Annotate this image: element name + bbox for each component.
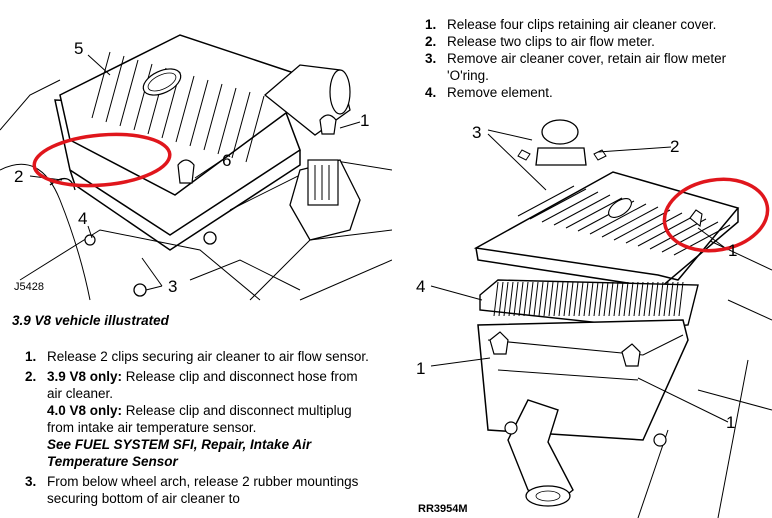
callout-6: 6 [222,151,231,170]
figure-caption: 3.9 V8 vehicle illustrated [12,313,169,328]
left-illustration: 5 1 2 6 4 3 J5428 [0,0,392,305]
figure-code-right: RR3954M [418,503,468,515]
callout-5: 5 [74,39,83,58]
callout-1: 1 [728,241,737,260]
right-step-2: 2. Release two clips to air flow meter. [425,34,655,49]
callout-1: 1 [360,111,369,130]
right-step-3: 3. Remove air cleaner cover, retain air … [425,51,727,83]
right-step-4: 4. Remove element. [425,85,553,100]
callout-2: 2 [14,167,23,186]
callout-2: 2 [670,137,679,156]
left-step-list: 1. Release 2 clips securing air cleaner … [25,348,370,510]
cross-reference-link[interactable]: See FUEL SYSTEM SFI, Repair, Intake Air … [47,437,312,469]
figure-code-left: J5428 [14,281,44,293]
left-step-2: 2. 3.9 V8 only: Release clip and disconn… [25,369,358,469]
callout-3: 3 [168,277,177,296]
callout-4: 4 [416,277,425,296]
left-step-1: 1. Release 2 clips securing air cleaner … [25,349,369,364]
callout-1: 1 [416,359,425,378]
callout-4: 4 [78,209,87,228]
callout-3: 3 [472,123,481,142]
right-step-list: 1. Release four clips retaining air clea… [425,16,770,101]
right-illustration: 3 2 4 1 1 1 RR3954M [398,110,772,518]
right-step-1: 1. Release four clips retaining air clea… [425,17,717,32]
left-step-3: 3. From below wheel arch, release 2 rubb… [25,474,359,506]
callout-1: 1 [726,413,735,432]
